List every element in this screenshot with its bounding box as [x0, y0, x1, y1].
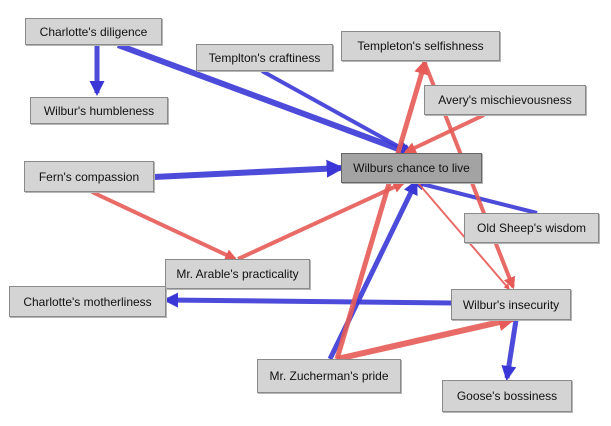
- node-templeton-craftiness[interactable]: Templton's craftiness: [196, 44, 333, 71]
- edge-fern-compassion-to-wilbur-chance: [153, 159, 345, 180]
- edge-old-sheep-wisdom-to-wilbur-chance: [411, 178, 538, 215]
- edge-avery-mischievousness-to-wilbur-chance: [403, 113, 485, 154]
- node-old-sheep-wisdom[interactable]: Old Sheep's wisdom: [464, 213, 599, 243]
- node-avery-mischievousness[interactable]: Avery's mischievousness: [424, 85, 586, 115]
- edge-arable-practicality-to-wilbur-chance: [237, 181, 406, 261]
- node-wilburs-chance-to-live[interactable]: Wilburs chance to live: [341, 153, 482, 183]
- node-fern-compassion[interactable]: Fern's compassion: [24, 161, 154, 192]
- node-mr-zucherman-pride[interactable]: Mr. Zucherman's pride: [257, 359, 401, 393]
- edge-zucherman-pride-to-templeton-selfishness: [334, 59, 429, 360]
- node-charlotte-diligence[interactable]: Charlotte's diligence: [25, 18, 162, 45]
- edge-fern-compassion-to-arable-practicality: [91, 190, 238, 261]
- edge-wilbur-insecurity-to-goose-bossiness: [501, 319, 519, 381]
- edge-templeton-craftiness-to-wilbur-chance: [261, 69, 415, 156]
- edge-wilbur-chance-to-wilbur-insecurity: [417, 182, 510, 290]
- node-goose-bossiness[interactable]: Goose's bossiness: [442, 380, 572, 412]
- node-wilbur-insecurity[interactable]: Wilbur's insecurity: [451, 289, 571, 320]
- node-templeton-selfishness[interactable]: Templeton's selfishness: [341, 31, 500, 61]
- node-mr-arable-practicality[interactable]: Mr. Arable's practicality: [165, 259, 310, 289]
- node-wilbur-humbleness[interactable]: Wilbur's humbleness: [30, 97, 168, 124]
- edge-wilbur-insecurity-to-charlotte-motherliness: [163, 292, 452, 308]
- node-charlotte-motherliness[interactable]: Charlotte's motherliness: [9, 286, 166, 317]
- edge-zucherman-pride-to-wilbur-insecurity: [336, 313, 517, 362]
- edge-charlotte-diligence-to-wilbur-chance: [116, 42, 416, 158]
